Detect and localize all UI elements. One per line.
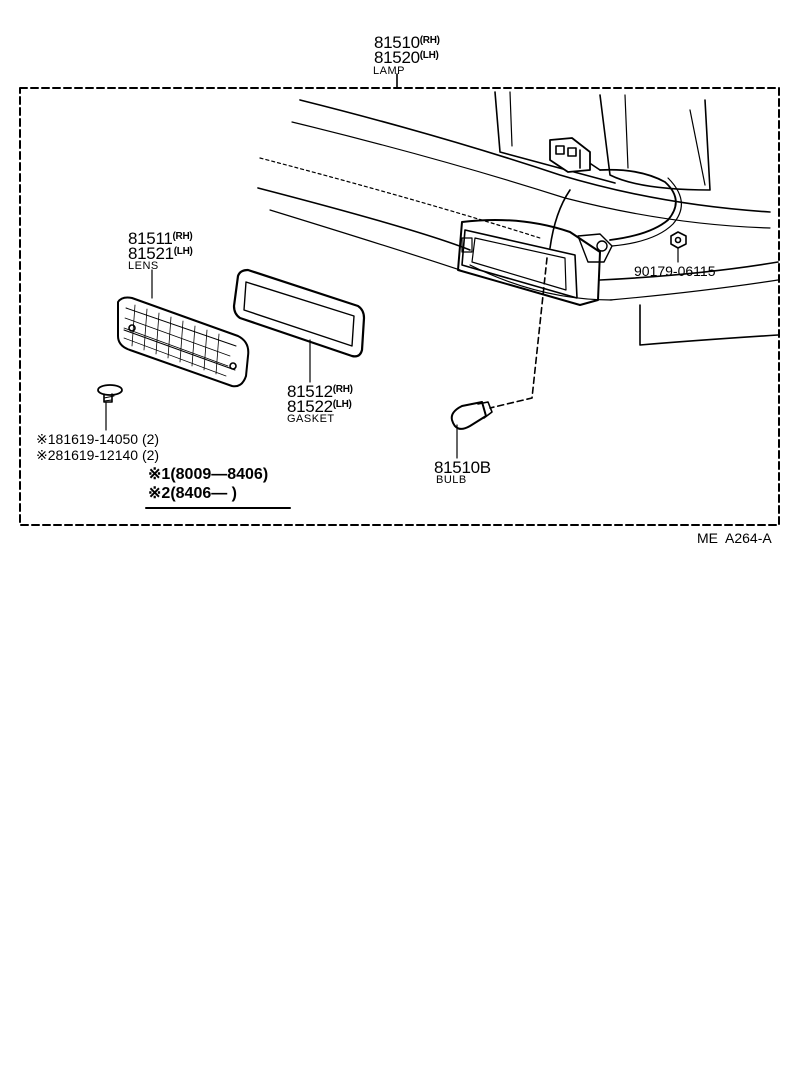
legend-1-range: (8009—8406) xyxy=(170,466,269,483)
lens-pn-lh: 81521 xyxy=(128,244,174,263)
screw-2-mark: ※2 xyxy=(36,447,56,463)
bulb-part-number: 81510B xyxy=(434,458,491,477)
gasket-lh-tag: (LH) xyxy=(332,399,352,410)
screw-2-qty: (2) xyxy=(141,447,160,463)
connector xyxy=(549,137,591,173)
lens-part-number-rh: 81511(RH) xyxy=(128,229,193,248)
gasket-pn-rh: 81512 xyxy=(287,382,333,401)
screw-1-qty: (2) xyxy=(141,431,160,447)
screw-2-pn: 81619-12140 xyxy=(55,447,139,463)
screw-row-1: ※181619-14050 (2) xyxy=(36,432,159,446)
gasket-name: GASKET xyxy=(287,413,335,425)
diagram-reference-code: ME A264-A xyxy=(697,530,772,546)
nut-part-number: 90179-06115 xyxy=(634,263,716,279)
lens xyxy=(117,269,250,388)
wiring-harness xyxy=(549,159,682,249)
lens-name: LENS xyxy=(128,260,159,272)
assembly-frame xyxy=(19,87,780,526)
nut-90179 xyxy=(670,231,687,263)
gasket-part-number-lh: 81522(LH) xyxy=(287,398,352,415)
bulb xyxy=(450,401,493,459)
bulb-path xyxy=(489,257,548,409)
lens-part-number-lh: 81521(LH) xyxy=(128,245,193,262)
lens-lh-tag: (LH) xyxy=(173,246,193,257)
gasket-part-number-rh: 81512(RH) xyxy=(287,383,353,400)
lamp-part-number-rh: 81510(RH) xyxy=(374,34,440,51)
legend-2-range: (8406— ) xyxy=(170,485,238,502)
gasket-pn-lh: 81522 xyxy=(287,397,333,416)
lamp-rh-tag: (RH) xyxy=(419,35,440,46)
lens-pn-rh: 81511 xyxy=(128,229,173,248)
screw xyxy=(97,384,123,431)
screw-1-pn: 81619-14050 xyxy=(55,431,139,447)
bulb-name: BULB xyxy=(436,474,467,486)
lamp-pn-lh: 81520 xyxy=(374,48,420,67)
vehicle-body xyxy=(257,91,779,346)
gasket xyxy=(232,268,366,383)
legend-row-2: ※2(8406— ) xyxy=(148,486,237,502)
screw-row-2: ※281619-12140 (2) xyxy=(36,448,159,462)
lamp-part-number-lh: 81520(LH) xyxy=(374,49,439,66)
lamp-name: LAMP xyxy=(373,65,405,77)
gasket-rh-tag: (RH) xyxy=(332,384,353,395)
legend-1-mark: ※1 xyxy=(148,466,171,483)
lamp-lh-tag: (LH) xyxy=(419,50,439,61)
legend-2-mark: ※2 xyxy=(148,485,171,502)
lens-rh-tag: (RH) xyxy=(172,231,193,242)
lamp-housing xyxy=(457,218,613,306)
legend-row-1: ※1(8009—8406) xyxy=(148,467,268,483)
lamp-pn-rh: 81510 xyxy=(374,33,420,52)
screw-1-mark: ※1 xyxy=(36,431,56,447)
